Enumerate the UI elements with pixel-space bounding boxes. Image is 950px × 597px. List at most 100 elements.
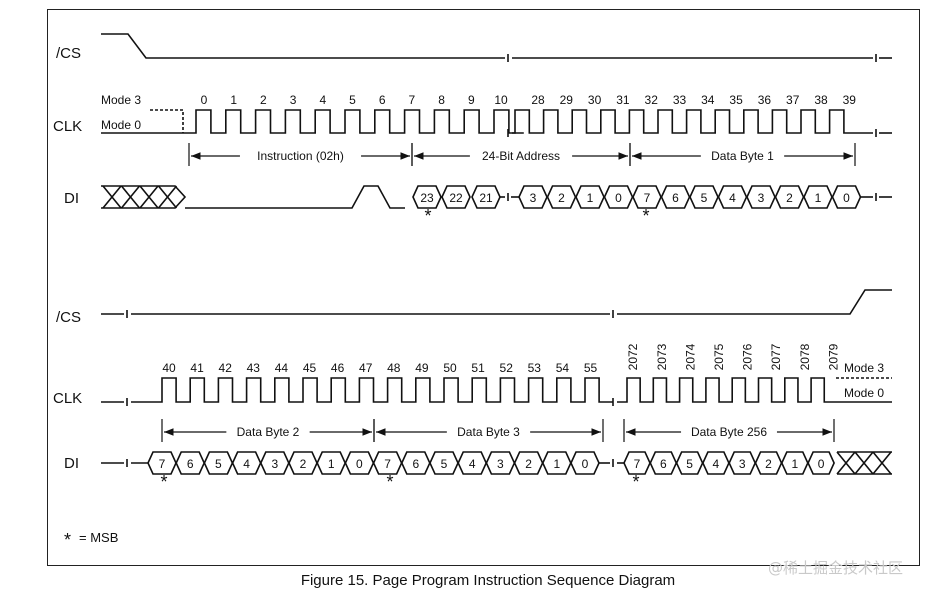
di-data-2-value: 1 xyxy=(553,457,560,471)
msb-marker: * xyxy=(632,472,639,492)
clk-number-rotated: 2075 xyxy=(712,343,726,370)
di-x-cross xyxy=(854,451,874,475)
mode0-label-2: Mode 0 xyxy=(844,386,884,400)
clk-number: 34 xyxy=(701,93,715,107)
di-label-2: DI xyxy=(64,455,79,472)
clk-number-rotated: 2074 xyxy=(683,343,697,370)
span-data-byte-3-label: Data Byte 3 xyxy=(457,425,520,439)
clk-number: 48 xyxy=(387,361,401,375)
clk-number: 45 xyxy=(303,361,317,375)
clk-number: 53 xyxy=(528,361,542,375)
di-data-2-value: 0 xyxy=(582,457,589,471)
di-data-value: 6 xyxy=(672,191,679,205)
clk-number: 31 xyxy=(616,93,630,107)
clk-number: 2 xyxy=(260,93,267,107)
di-x-cross xyxy=(120,185,141,209)
clk-number: 0 xyxy=(201,93,208,107)
clk-number: 10 xyxy=(494,93,508,107)
clk-number: 30 xyxy=(588,93,602,107)
di-data-2-value: 0 xyxy=(356,457,363,471)
di-data-2-value: 3 xyxy=(497,457,504,471)
clk-number: 36 xyxy=(758,93,772,107)
di-data-2-value: 4 xyxy=(469,457,476,471)
di-data-value: 0 xyxy=(615,191,622,205)
clk-wave-2c xyxy=(617,377,892,403)
clk-number: 49 xyxy=(415,361,429,375)
di-data-2-value: 7 xyxy=(159,457,166,471)
clk-number: 37 xyxy=(786,93,800,107)
clk-number: 44 xyxy=(275,361,289,375)
di-data-value: 2 xyxy=(558,191,565,205)
clk-number: 6 xyxy=(379,93,386,107)
clk-number-rotated: 2076 xyxy=(741,343,755,370)
span-data-byte-1-label: Data Byte 1 xyxy=(711,149,774,163)
clk-number: 5 xyxy=(349,93,356,107)
msb-marker: * xyxy=(386,472,393,492)
di-data-2-value: 5 xyxy=(215,457,222,471)
clk-number: 55 xyxy=(584,361,598,375)
di-data-2-value: 1 xyxy=(328,457,335,471)
clk-wave-2b xyxy=(131,377,614,403)
di-data-2-value: 6 xyxy=(412,457,419,471)
di-x-cross xyxy=(139,185,159,209)
di-data-2-value: 7 xyxy=(384,457,391,471)
clk-label-1: CLK xyxy=(53,118,82,135)
clk-number: 35 xyxy=(729,93,743,107)
di-addr-hex xyxy=(441,185,471,209)
di-addr-hex xyxy=(412,185,442,209)
clk-number: 52 xyxy=(500,361,514,375)
diagram-frame xyxy=(47,9,920,566)
clk-number: 4 xyxy=(319,93,326,107)
di-data-256-value: 6 xyxy=(660,457,667,471)
waveforms xyxy=(101,33,892,475)
di-data-256-hex xyxy=(807,451,835,475)
clk-number: 38 xyxy=(814,93,828,107)
di-data-2-value: 4 xyxy=(243,457,250,471)
di-data-256-value: 5 xyxy=(686,457,693,471)
di-low-line-1 xyxy=(185,185,405,209)
clk-mode3-dashed-1 xyxy=(150,109,184,133)
msb-markers: ***** xyxy=(160,206,649,492)
di-data-256-value: 0 xyxy=(818,457,825,471)
clk-number: 51 xyxy=(471,361,485,375)
di-data-value: 1 xyxy=(815,191,822,205)
di-x-box-2 xyxy=(837,451,892,475)
di-x-cross xyxy=(872,451,892,475)
clk-number: 39 xyxy=(843,93,857,107)
clk-number: 47 xyxy=(359,361,373,375)
legend-star: * xyxy=(64,530,71,550)
di-data-2-value: 2 xyxy=(300,457,307,471)
clk-number-rotated: 2072 xyxy=(626,343,640,370)
clk-number: 42 xyxy=(219,361,233,375)
di-data-256-value: 2 xyxy=(765,457,772,471)
cs-line-1a xyxy=(101,33,505,59)
clk-number: 29 xyxy=(560,93,574,107)
di-x-cross xyxy=(836,451,856,475)
di-data-value: 2 xyxy=(786,191,793,205)
watermark: @稀土掘金技术社区 xyxy=(768,559,904,577)
di-data-256-value: 3 xyxy=(739,457,746,471)
clk-number-rotated: 2077 xyxy=(769,343,783,370)
di-label-1: DI xyxy=(64,190,79,207)
clk-number: 32 xyxy=(645,93,659,107)
di-data-256-value: 4 xyxy=(713,457,720,471)
span-data-byte-2-label: Data Byte 2 xyxy=(237,425,300,439)
cs-label-1: /CS xyxy=(56,45,81,62)
clk-number: 50 xyxy=(443,361,457,375)
clk-number: 28 xyxy=(531,93,545,107)
di-data-2-value: 2 xyxy=(525,457,532,471)
span-instruction-label: Instruction (02h) xyxy=(257,149,344,163)
msb-marker: * xyxy=(642,206,649,226)
clk-number: 41 xyxy=(190,361,204,375)
clk-number: 8 xyxy=(438,93,445,107)
di-x-cross xyxy=(157,185,178,209)
di-data-value: 5 xyxy=(701,191,708,205)
span-address-label: 24-Bit Address xyxy=(482,149,560,163)
di-data-256-value: 1 xyxy=(791,457,798,471)
di-x-cross xyxy=(102,185,122,209)
cs-label-2: /CS xyxy=(56,309,81,326)
